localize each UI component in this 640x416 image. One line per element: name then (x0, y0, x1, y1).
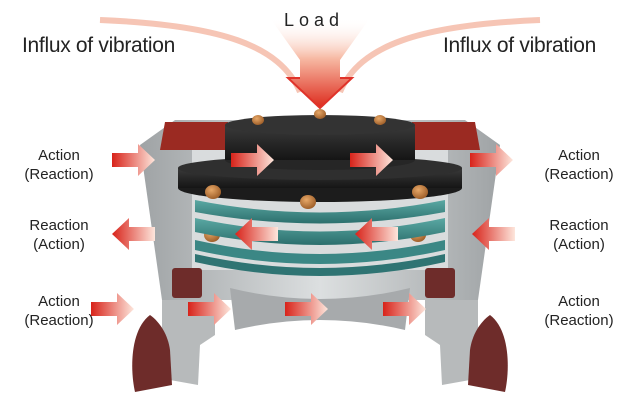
influx-label-right: Influx of vibration (443, 34, 597, 57)
arrow-left (112, 218, 155, 250)
side-label-left-2: Reaction (Action) (16, 216, 102, 254)
arrow-left (235, 218, 278, 250)
influx-swoosh-right (337, 17, 541, 94)
side-label-left-3: Action (Reaction) (16, 292, 102, 330)
load-arrow (270, 18, 370, 110)
thread-cap-right (412, 122, 480, 150)
force-arrows (91, 144, 515, 325)
arrow-right (188, 293, 231, 325)
arrow-right (383, 293, 426, 325)
label-line: Action (38, 293, 80, 310)
side-label-right-1: Action (Reaction) (536, 146, 622, 184)
foot-left (132, 268, 215, 392)
arrow-left (472, 218, 515, 250)
arrow-right (231, 144, 274, 176)
label-line: (Reaction) (24, 312, 94, 329)
foot-right (425, 268, 508, 392)
arrow-right (285, 293, 328, 325)
label-line: Action (558, 147, 600, 164)
side-label-right-3: Action (Reaction) (536, 292, 622, 330)
side-label-right-2: Reaction (Action) (536, 216, 622, 254)
label-line: (Reaction) (544, 312, 614, 329)
label-line: (Reaction) (544, 166, 614, 183)
load-label: Load (284, 10, 345, 30)
label-line: (Reaction) (24, 166, 94, 183)
arrow-right (112, 144, 155, 176)
arrow-right (350, 144, 393, 176)
influx-label-left: Influx of vibration (22, 34, 176, 57)
label-line: (Action) (553, 236, 605, 253)
label-line: Action (558, 293, 600, 310)
side-label-left-1: Action (Reaction) (16, 146, 102, 184)
label-line: Reaction (29, 217, 89, 234)
label-line: Reaction (549, 217, 609, 234)
arrow-left (355, 218, 398, 250)
arrow-right (91, 293, 134, 325)
arrow-right (470, 144, 513, 176)
thread-cap-left (160, 122, 228, 150)
label-line: (Action) (33, 236, 85, 253)
influx-swoosh-left (99, 17, 303, 94)
label-line: Action (38, 147, 80, 164)
